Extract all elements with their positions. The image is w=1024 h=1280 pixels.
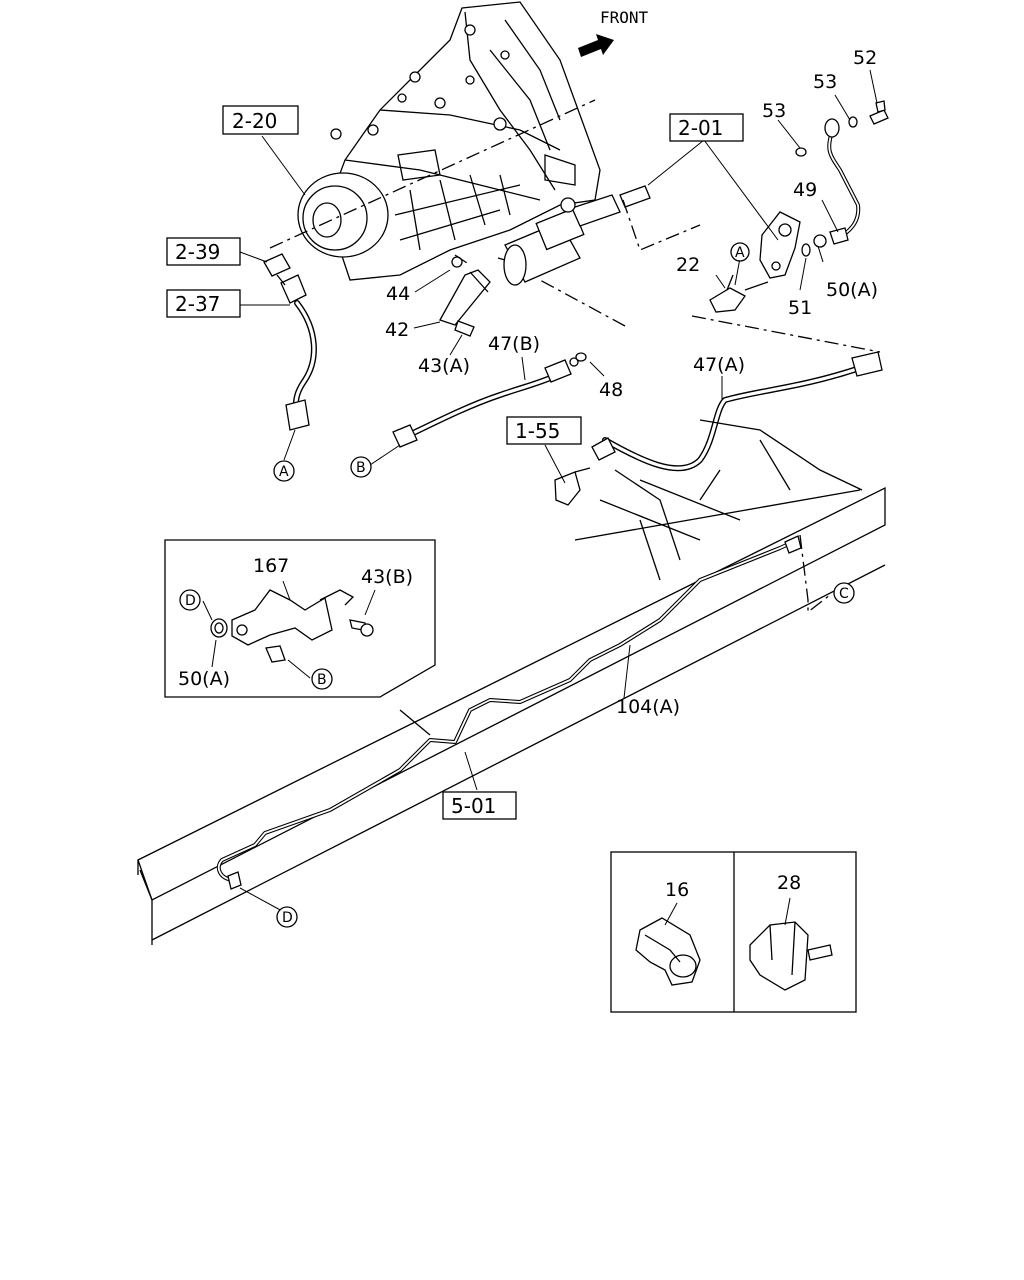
guide-lines <box>269 99 881 614</box>
callout-52: 52 <box>853 47 877 69</box>
ref-box-5-01: 5-01 <box>442 791 517 820</box>
marker-c-right-label: C <box>839 586 849 602</box>
callout-22: 22 <box>676 254 700 276</box>
callout-28: 28 <box>777 872 801 894</box>
callout-167: 167 <box>253 555 289 577</box>
callout-42: 42 <box>385 319 409 341</box>
flexible-hose-left <box>263 253 317 431</box>
pipe-104a <box>216 535 802 890</box>
ref-2-37-label: 2-37 <box>175 292 220 316</box>
marker-a-left-label: A <box>279 464 289 480</box>
marker-b-left-label: B <box>356 460 366 476</box>
ref-5-01-label: 5-01 <box>451 794 496 818</box>
callout-47a: 47(A) <box>693 354 745 376</box>
ref-2-01-label: 2-01 <box>678 116 723 140</box>
mounting-bracket-42 <box>439 256 491 337</box>
flexible-hose-47b <box>392 352 587 448</box>
callout-48: 48 <box>599 379 623 401</box>
marker-c-right: C <box>833 582 855 604</box>
clip-16-icon <box>635 902 701 986</box>
front-indicator: FRONT <box>578 8 649 57</box>
callout-43b: 43(B) <box>361 566 413 588</box>
vehicle-frame-rail <box>137 419 886 945</box>
callout-53-lower: 53 <box>762 100 786 122</box>
marker-a-top: A <box>730 242 750 262</box>
callout-16: 16 <box>665 879 689 901</box>
ref-box-1-55: 1-55 <box>506 416 582 445</box>
callout-53-upper: 53 <box>813 71 837 93</box>
callout-44: 44 <box>386 283 410 305</box>
marker-a-top-label: A <box>735 245 745 261</box>
marker-d-bottom: D <box>276 906 298 928</box>
ref-box-2-01: 2-01 <box>669 113 744 142</box>
inset-bracket-167: 167 43(B) 50(A) D B <box>164 539 436 698</box>
pipe-49-assembly <box>795 100 889 248</box>
clip-28-icon <box>749 897 833 991</box>
inset-clips: 16 28 <box>610 851 857 1013</box>
callout-50a-inset: 50(A) <box>178 668 230 690</box>
ref-1-55-label: 1-55 <box>515 419 560 443</box>
callout-43a: 43(A) <box>418 355 470 377</box>
leader-lines <box>239 69 878 913</box>
callout-51: 51 <box>788 297 812 319</box>
clutch-master-cylinder <box>497 185 651 286</box>
front-arrow-icon <box>578 34 614 57</box>
marker-d-bottom-label: D <box>282 910 293 926</box>
marker-b-left: B <box>350 456 372 478</box>
ref-box-2-20: 2-20 <box>222 105 299 135</box>
callout-47b: 47(B) <box>488 333 540 355</box>
ref-box-2-39: 2-39 <box>166 237 241 266</box>
ref-2-20-label: 2-20 <box>232 109 277 133</box>
marker-a-left: A <box>273 460 295 482</box>
marker-d-inset-label: D <box>185 593 196 609</box>
marker-b-inset-label: B <box>317 672 327 688</box>
callout-104a: 104(A) <box>616 696 680 718</box>
callout-49: 49 <box>793 179 817 201</box>
ref-box-2-37: 2-37 <box>166 289 241 318</box>
ref-2-39-label: 2-39 <box>175 240 220 264</box>
front-label: FRONT <box>600 8 649 27</box>
part-callouts: 52 53 53 49 50(A) 51 22 44 42 43(A) 47(B… <box>385 47 878 718</box>
callout-50a-top: 50(A) <box>826 279 878 301</box>
elbow-fitting-1-55 <box>554 467 591 506</box>
transmission-assembly <box>297 1 601 281</box>
